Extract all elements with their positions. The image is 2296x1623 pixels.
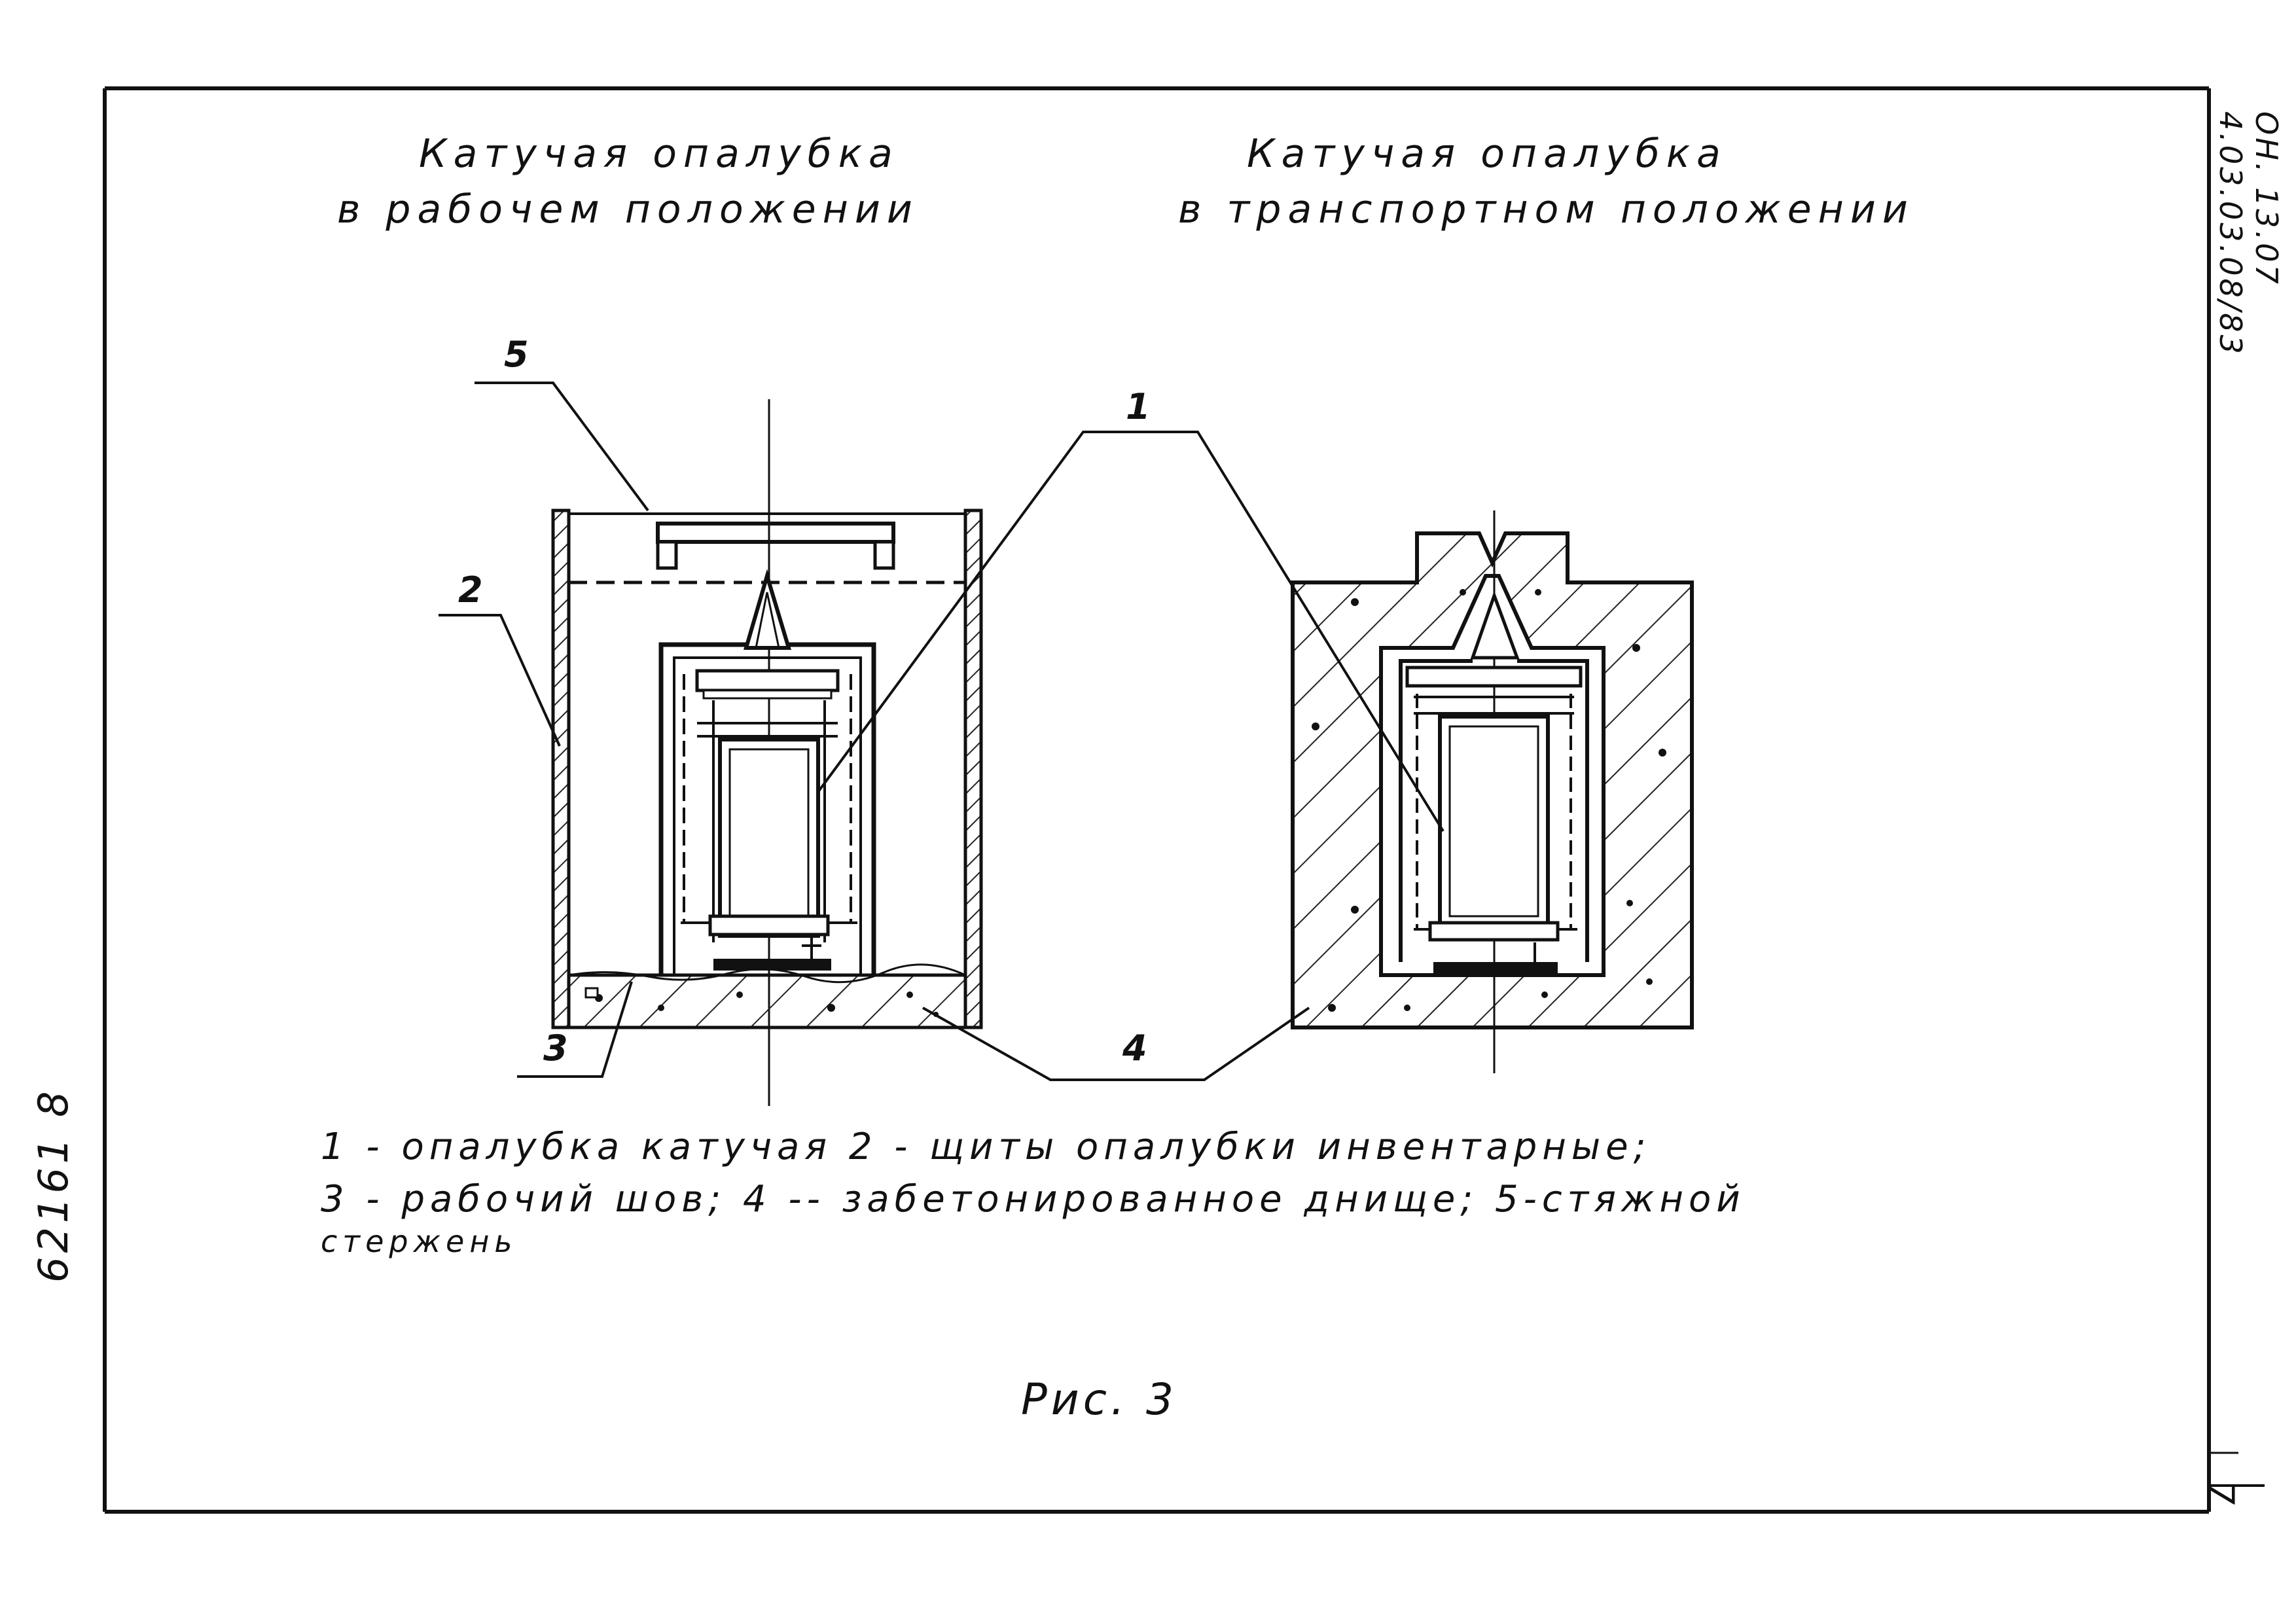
leader-5 bbox=[475, 382, 649, 512]
legend-line-3: стержень bbox=[321, 1224, 518, 1259]
leader-3 bbox=[517, 981, 633, 1078]
document-code-line1: ОН. 13.07 bbox=[2249, 111, 2284, 287]
callout-4: 4 bbox=[1122, 1027, 1147, 1069]
left-title-line1: Катучая опалубка bbox=[419, 131, 899, 177]
document-code-line2: 4.03.03.08/83 bbox=[2213, 111, 2248, 357]
figure-caption: Рис. 3 bbox=[1021, 1374, 1177, 1425]
shield-right bbox=[963, 508, 983, 1029]
callout-5: 5 bbox=[504, 334, 529, 375]
leader-2 bbox=[439, 614, 561, 747]
leader-1 bbox=[817, 431, 1444, 832]
callout-leaders bbox=[439, 382, 1444, 1081]
callout-3: 3 bbox=[543, 1027, 568, 1069]
left-margin-number: 62161 8 bbox=[29, 1087, 77, 1283]
formwork-working-position bbox=[551, 399, 983, 1106]
callout-2: 2 bbox=[458, 569, 483, 611]
page-number: 7 bbox=[2200, 1482, 2242, 1505]
concrete-block bbox=[1291, 531, 1694, 1029]
legend-line-2: 3 - рабочий шов; 4 -- забетонированное д… bbox=[321, 1178, 1746, 1221]
left-title-line2: в рабочем положении bbox=[337, 187, 919, 232]
sheet-frame bbox=[103, 86, 2265, 1514]
right-title-line1: Катучая опалубка bbox=[1247, 131, 1727, 177]
right-title-line2: в транспортном положении bbox=[1178, 187, 1914, 232]
shield-left bbox=[551, 508, 571, 1029]
tie-rod-beam bbox=[656, 522, 895, 544]
callout-1: 1 bbox=[1126, 386, 1151, 427]
formwork-transport-position bbox=[1291, 510, 1694, 1073]
legend-line-1: 1 - опалубка катучая 2 - щиты опалубки и… bbox=[321, 1126, 1651, 1168]
concrete-bottom-left bbox=[567, 973, 967, 1029]
leader-4 bbox=[922, 1007, 1310, 1081]
